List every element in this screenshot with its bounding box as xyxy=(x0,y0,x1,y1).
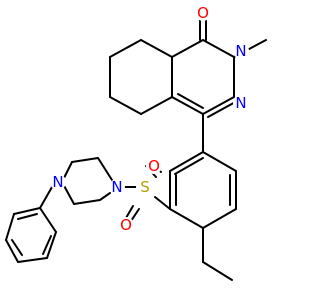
bond xyxy=(97,157,113,181)
bond xyxy=(202,39,235,58)
bond xyxy=(71,157,99,163)
bond xyxy=(177,93,204,109)
bond xyxy=(140,96,173,115)
atom-labels: O N N S O O N N xyxy=(50,4,249,234)
bond xyxy=(140,39,173,58)
bond xyxy=(169,151,204,172)
atom-oxygen-sulfonyl-bottom: O xyxy=(118,216,134,234)
bond xyxy=(109,39,142,58)
bond xyxy=(174,157,204,175)
atom-sulfur: S xyxy=(136,178,154,196)
bond xyxy=(17,257,48,263)
bond xyxy=(202,208,237,229)
bond xyxy=(39,207,57,233)
atom-label: O xyxy=(120,216,132,234)
atom-label: N xyxy=(111,178,122,196)
atom-oxygen-sulfonyl-top: O xyxy=(146,157,162,175)
chemical-structure: O N N S O O N N xyxy=(5,4,267,281)
bond xyxy=(46,231,57,259)
bond xyxy=(99,192,111,201)
bond xyxy=(5,213,15,241)
molecule-canvas: O N N S O O N N xyxy=(5,4,267,281)
atom-label: N xyxy=(235,94,246,112)
bond xyxy=(202,261,233,281)
atom-nitrogen-methyl: N xyxy=(233,42,249,60)
bond xyxy=(109,96,142,115)
bond xyxy=(169,208,204,229)
bond xyxy=(13,207,41,215)
atom-oxygen-carbonyl: O xyxy=(195,4,211,22)
atom-label: O xyxy=(197,4,209,22)
bonds xyxy=(5,17,267,281)
atom-nitrogen-piperazine-phenyl: N xyxy=(50,173,66,191)
bond xyxy=(39,186,53,209)
atom-nitrogen-piperazine-sulfonyl: N xyxy=(109,178,125,196)
bond xyxy=(171,96,204,115)
bond xyxy=(202,96,235,115)
atom-label: S xyxy=(140,178,150,196)
bond xyxy=(202,151,237,172)
bond xyxy=(171,39,204,58)
bond xyxy=(5,239,19,263)
bond xyxy=(125,205,134,219)
atom-nitrogen-ring: N xyxy=(233,94,249,112)
atom-label: O xyxy=(148,157,160,175)
bond xyxy=(17,213,38,220)
bond xyxy=(154,196,171,210)
bond xyxy=(42,235,52,255)
bond xyxy=(73,199,101,205)
bond xyxy=(11,239,23,256)
atom-label: N xyxy=(235,42,246,60)
bond xyxy=(130,208,140,222)
atom-label: N xyxy=(52,173,63,191)
